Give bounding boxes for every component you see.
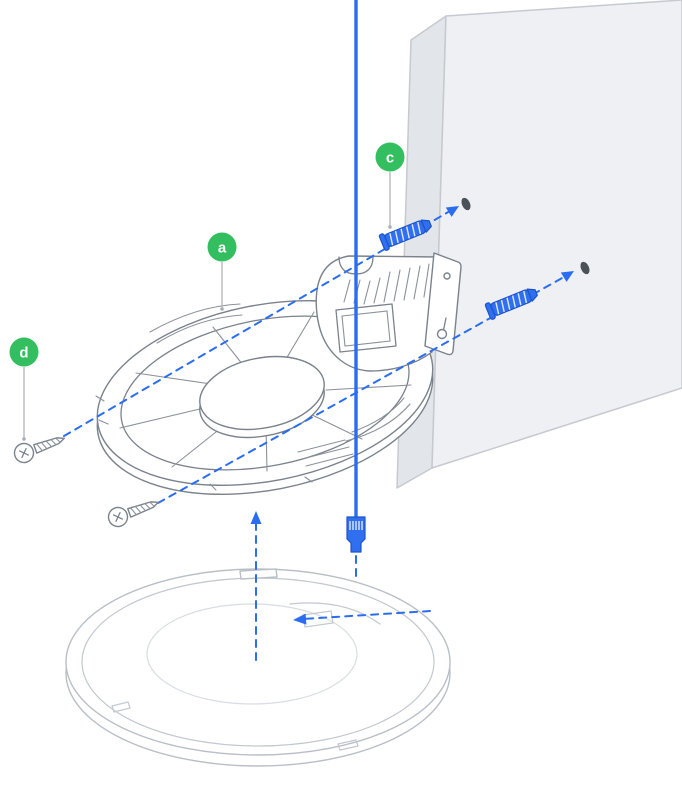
ap-center-ring	[146, 603, 358, 705]
bracket-dome-top	[199, 355, 325, 431]
guide-line-into-port	[302, 610, 431, 620]
wall-hole-lower	[580, 261, 590, 275]
flange-keyhole-slot	[442, 317, 447, 331]
ap-clip-slot-right	[337, 739, 359, 751]
wall-anchor-upper	[378, 219, 432, 251]
callout-c: c	[375, 142, 405, 229]
wall-front-face	[431, 0, 682, 469]
screw-lower	[107, 501, 160, 528]
wall-hole-upper	[461, 197, 471, 211]
bracket-wall-flange	[424, 252, 462, 356]
ap-body-top	[65, 568, 451, 756]
ap-cable-channel	[289, 602, 381, 625]
assembly-guides	[63, 206, 574, 661]
label-text-c: c	[386, 150, 394, 167]
mounting-bracket	[95, 252, 462, 495]
callout-d: d	[9, 337, 39, 441]
bracket-cable-opening-inner	[341, 310, 391, 347]
bracket-arm	[315, 255, 439, 372]
arrowhead-up	[250, 511, 262, 524]
label-badge-c	[375, 142, 405, 172]
label-text-d: d	[19, 345, 28, 362]
bracket-rim-clips	[95, 395, 313, 491]
bracket-cable-opening	[335, 303, 397, 353]
access-point	[65, 568, 451, 767]
flange-screw-boss	[443, 272, 451, 280]
label-badge-a	[207, 232, 237, 262]
ap-top-notch	[239, 568, 278, 580]
arrowhead-left	[293, 613, 307, 625]
guide-line-lower	[157, 276, 565, 504]
ap-clip-slot-left	[111, 701, 131, 713]
arrowhead-lower-hole	[560, 271, 574, 282]
label-badge-d	[9, 337, 39, 367]
bracket-arm-ribs	[343, 263, 430, 305]
screw-upper	[13, 437, 66, 464]
wall-anchor-lower	[484, 288, 538, 320]
phillips-cross-icon	[112, 511, 124, 523]
guide-line-upper	[63, 210, 451, 437]
label-text-a: a	[218, 240, 227, 257]
bracket-vent-slots	[297, 439, 354, 467]
wall	[396, 0, 682, 489]
callout-a: a	[207, 232, 237, 311]
arrowhead-upper-hole	[445, 206, 459, 217]
flange-keyhole	[436, 328, 448, 340]
ethernet-plug	[346, 516, 366, 553]
phillips-cross-icon	[18, 447, 30, 459]
